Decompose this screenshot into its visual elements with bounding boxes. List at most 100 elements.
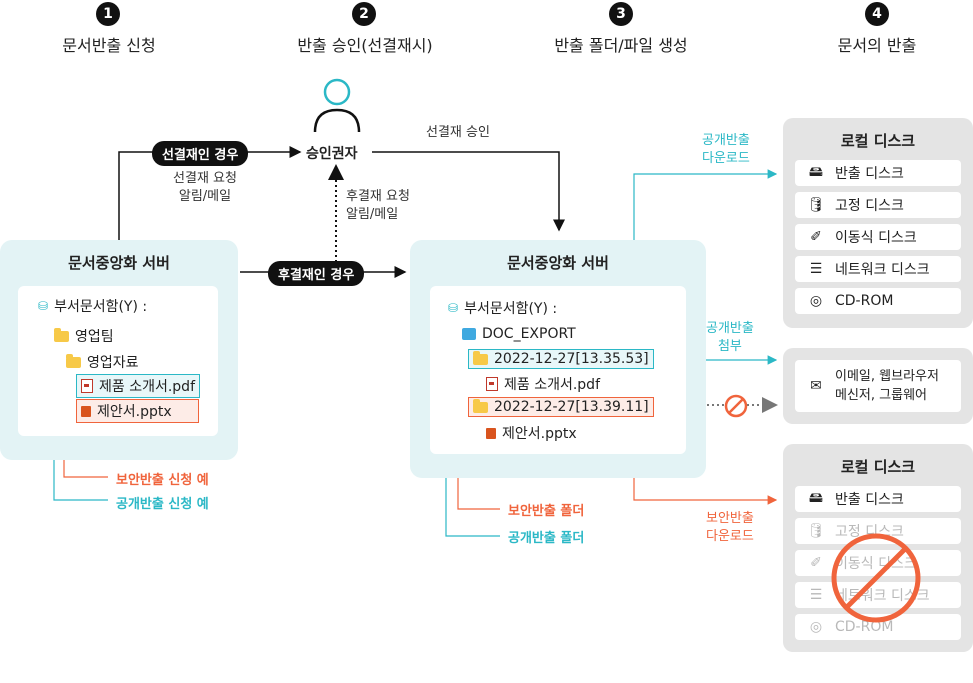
right-secure-folder-label: 2022-12-27[13.39.11]	[494, 399, 649, 415]
post-approval-note-line1: 후결재 요청	[346, 189, 410, 204]
left-server: 문서중앙화 서버	[0, 240, 238, 460]
right-public-file: 제품 소개서.pdf	[486, 374, 600, 394]
pptx-icon	[81, 405, 91, 417]
disk-item-removable[interactable]: ✐ 이동식 디스크	[795, 224, 961, 250]
right-public-folder[interactable]: 2022-12-27[13.35.53]	[468, 349, 654, 369]
secure-download-label: 보안반출 다운로드	[706, 510, 754, 546]
disk-item-export-label: 반출 디스크	[835, 166, 904, 182]
export-disk-icon: 🖴	[808, 164, 824, 180]
step-number-3: 3	[609, 2, 633, 26]
step-number-4: 4	[865, 2, 889, 26]
left-folder2-label: 영업자료	[87, 355, 139, 371]
folder-icon	[66, 353, 81, 368]
step-label-2: 반출 승인(선결재시)	[297, 36, 433, 55]
left-file-public-label: 제품 소개서.pdf	[99, 379, 196, 395]
disk-item-fixed[interactable]: 🛢 고정 디스크	[795, 192, 961, 218]
pdf-icon	[486, 377, 498, 391]
mail-line1: 이메일, 웹브라우저	[835, 369, 939, 384]
right-server: 문서중앙화 서버	[410, 240, 706, 478]
disk-panel-bottom-title: 로컬 디스크	[840, 458, 916, 476]
right-root-label: 부서문서함(Y) :	[464, 301, 558, 317]
disk-item-export-bottom-label: 반출 디스크	[835, 492, 904, 508]
disk-item-fixed-label: 고정 디스크	[835, 198, 904, 214]
right-export-folder: DOC_EXPORT	[462, 326, 576, 342]
right-server-title: 문서중앙화 서버	[507, 254, 609, 272]
pre-approval-pill: 선결재인 경우	[152, 141, 249, 166]
mail-panel-text: 이메일, 웹브라우저 메신저, 그룹웨어	[835, 367, 939, 405]
right-export-folder-label: DOC_EXPORT	[482, 326, 576, 342]
cdrom-icon: ◎	[809, 293, 823, 309]
left-folder-sales-team: 영업팀	[54, 326, 114, 346]
disk-item-export[interactable]: 🖴 반출 디스크	[795, 160, 961, 186]
pre-approval-note-line1: 선결재 요청	[173, 171, 237, 186]
step-number-1: 1	[96, 2, 120, 26]
right-public-file-label: 제품 소개서.pdf	[504, 377, 601, 393]
left-folder1-label: 영업팀	[75, 329, 114, 345]
public-request-example: 공개반출 신청 예	[116, 497, 209, 512]
export-folder-icon	[462, 328, 476, 340]
left-root-item: ⛁ 부서문서함(Y) :	[38, 296, 147, 316]
network-disk-icon: ☰	[809, 261, 823, 277]
public-folder-caption: 공개반출 폴더	[508, 531, 585, 546]
left-file-public[interactable]: 제품 소개서.pdf	[76, 374, 201, 398]
approver-person-icon	[313, 78, 361, 133]
folder-icon	[473, 350, 488, 365]
approver-label: 승인권자	[306, 146, 358, 162]
secure-request-example: 보안반출 신청 예	[116, 473, 209, 488]
disk-item-cdrom-bottom-label: CD-ROM	[835, 619, 894, 635]
post-approval-pill: 후결재인 경우	[268, 261, 365, 286]
post-approval-note: 후결재 요청 알림/메일	[346, 188, 410, 224]
fixed-disk-icon: 🛢	[807, 523, 825, 539]
prohibited-icon	[831, 533, 921, 623]
step-number-2: 2	[352, 2, 376, 26]
network-disk-icon: ☰	[809, 587, 823, 603]
disk-item-export-bottom[interactable]: 🖴 반출 디스크	[795, 486, 961, 512]
mail-icon: ✉	[810, 378, 822, 394]
secure-download-line2: 다운로드	[706, 529, 754, 544]
step-label-4: 문서의 반출	[837, 36, 917, 55]
left-file-secure-label: 제안서.pptx	[97, 404, 172, 420]
drive-icon: ⛁	[448, 301, 459, 315]
disk-panel-top-title: 로컬 디스크	[840, 132, 916, 150]
mail-line2: 메신저, 그룹웨어	[835, 388, 927, 403]
secure-folder-caption: 보안반출 폴더	[508, 504, 585, 519]
disk-item-cdrom[interactable]: ◎ CD-ROM	[795, 288, 961, 314]
left-file-secure[interactable]: 제안서.pptx	[76, 399, 199, 423]
right-secure-file: 제안서.pptx	[486, 423, 577, 443]
blocked-icon	[724, 394, 748, 418]
disk-item-network[interactable]: ☰ 네트워크 디스크	[795, 256, 961, 282]
disk-item-network-label: 네트워크 디스크	[835, 262, 930, 278]
right-public-folder-label: 2022-12-27[13.35.53]	[494, 351, 649, 367]
cdrom-icon: ◎	[809, 619, 823, 635]
left-server-title: 문서중앙화 서버	[68, 254, 170, 272]
secure-folder-icon	[473, 398, 488, 413]
disk-item-removable-bottom: ✐ 이동식 디스크	[795, 550, 961, 576]
drive-icon: ⛁	[38, 299, 49, 313]
left-folder-sales-data: 영업자료	[66, 352, 139, 372]
step-label-1: 문서반출 신청	[62, 36, 156, 55]
pptx-icon	[486, 427, 496, 439]
disk-item-cdrom-label: CD-ROM	[835, 293, 894, 309]
mail-panel-item[interactable]: ✉ 이메일, 웹브라우저 메신저, 그룹웨어	[795, 360, 961, 412]
pdf-icon	[81, 379, 93, 393]
public-download-line2: 다운로드	[702, 151, 750, 166]
disk-item-removable-label: 이동식 디스크	[835, 230, 917, 246]
usb-icon: ✐	[810, 555, 822, 571]
post-approval-note-line2: 알림/메일	[346, 207, 399, 222]
pre-approval-note: 선결재 요청 알림/메일	[160, 170, 250, 206]
secure-download-line1: 보안반출	[706, 511, 754, 526]
usb-icon: ✐	[810, 229, 822, 245]
step-label-3: 반출 폴더/파일 생성	[554, 36, 688, 55]
public-attach-line1: 공개반출	[706, 321, 754, 336]
left-root-label: 부서문서함(Y) :	[54, 299, 148, 315]
disk-item-fixed-bottom: 🛢 고정 디스크	[795, 518, 961, 544]
public-download-label: 공개반출 다운로드	[702, 132, 750, 168]
approve-note: 선결재 승인	[426, 125, 490, 140]
fixed-disk-icon: 🛢	[807, 197, 825, 213]
export-disk-icon: 🖴	[808, 490, 824, 506]
right-server-tree-panel	[430, 286, 686, 454]
right-root-item: ⛁ 부서문서함(Y) :	[448, 298, 557, 318]
right-secure-folder[interactable]: 2022-12-27[13.39.11]	[468, 397, 654, 417]
folder-icon	[54, 327, 69, 342]
public-attach-line2: 첨부	[717, 339, 742, 354]
